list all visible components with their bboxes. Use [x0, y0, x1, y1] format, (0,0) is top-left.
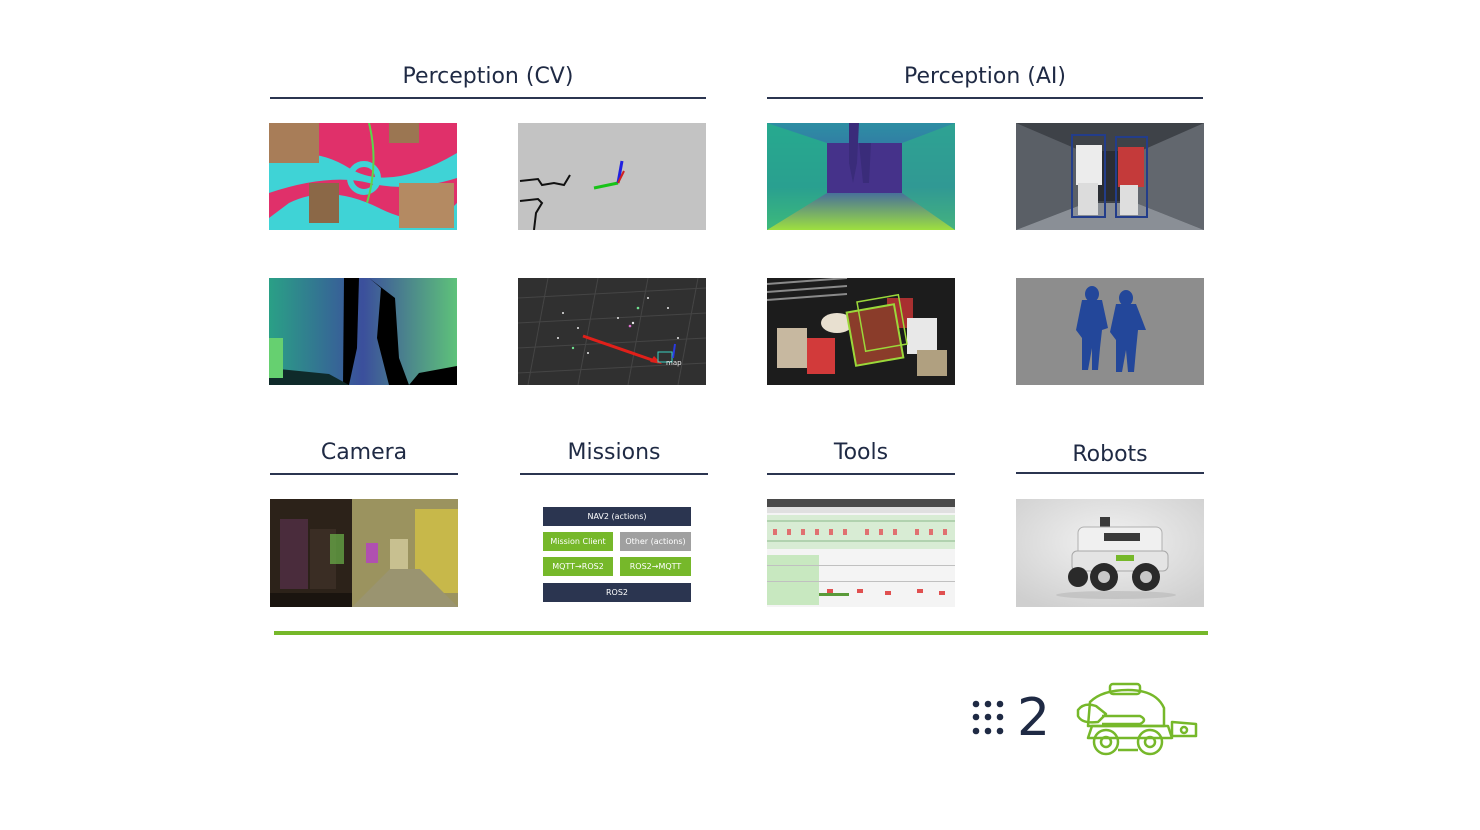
thumb-3d-reconstruction	[269, 123, 457, 230]
missions-mqtt-ros2-box: MQTT→ROS2	[543, 557, 613, 576]
thumb-object-pose	[767, 278, 955, 385]
thumb-person-detection	[1016, 123, 1204, 230]
thumb-depth-estimation	[767, 123, 955, 230]
missions-nav2-label: NAV2 (actions)	[587, 512, 647, 521]
missions-ros2-mqtt-label: ROS2→MQTT	[629, 562, 682, 571]
green-separator	[274, 631, 1208, 635]
thumb-robot	[1016, 499, 1204, 607]
page-number: 2	[1017, 688, 1051, 748]
rule-perception-cv	[270, 97, 706, 99]
thumb-person-segmentation	[1016, 278, 1204, 385]
heading-camera: Camera	[320, 440, 408, 465]
thumb-visual-slam: map	[518, 278, 706, 385]
dots-logo-icon	[972, 700, 1012, 744]
heading-perception-ai: Perception (AI)	[903, 64, 1066, 89]
robot-outline-icon	[1072, 680, 1202, 760]
rule-camera	[270, 473, 458, 475]
rule-tools	[767, 473, 955, 475]
missions-other-label: Other (actions)	[625, 537, 686, 546]
heading-perception-cv: Perception (CV)	[402, 64, 574, 89]
missions-nav2-box: NAV2 (actions)	[543, 507, 691, 526]
missions-diagram: NAV2 (actions) Mission Client Other (act…	[520, 499, 708, 607]
missions-client-label: Mission Client	[550, 537, 606, 546]
rule-perception-ai	[767, 97, 1203, 99]
thumb-occupancy-map	[518, 123, 706, 230]
missions-ros2-label: ROS2	[605, 588, 629, 597]
thumb-tools-timeline	[767, 499, 955, 607]
missions-ros2-mqtt-box: ROS2→MQTT	[620, 557, 691, 576]
thumb-depth-map-cv	[269, 278, 457, 385]
missions-client-box: Mission Client	[543, 532, 613, 551]
missions-other-box: Other (actions)	[620, 532, 691, 551]
heading-robots: Robots	[1072, 442, 1148, 467]
missions-mqtt-ros2-label: MQTT→ROS2	[552, 562, 604, 571]
rule-missions	[520, 473, 708, 475]
thumb-camera-warehouse	[270, 499, 458, 607]
map-label: map	[666, 359, 682, 367]
missions-ros2-box: ROS2	[543, 583, 691, 602]
rule-robots	[1016, 472, 1204, 474]
heading-missions: Missions	[567, 440, 661, 465]
heading-tools: Tools	[833, 440, 889, 465]
